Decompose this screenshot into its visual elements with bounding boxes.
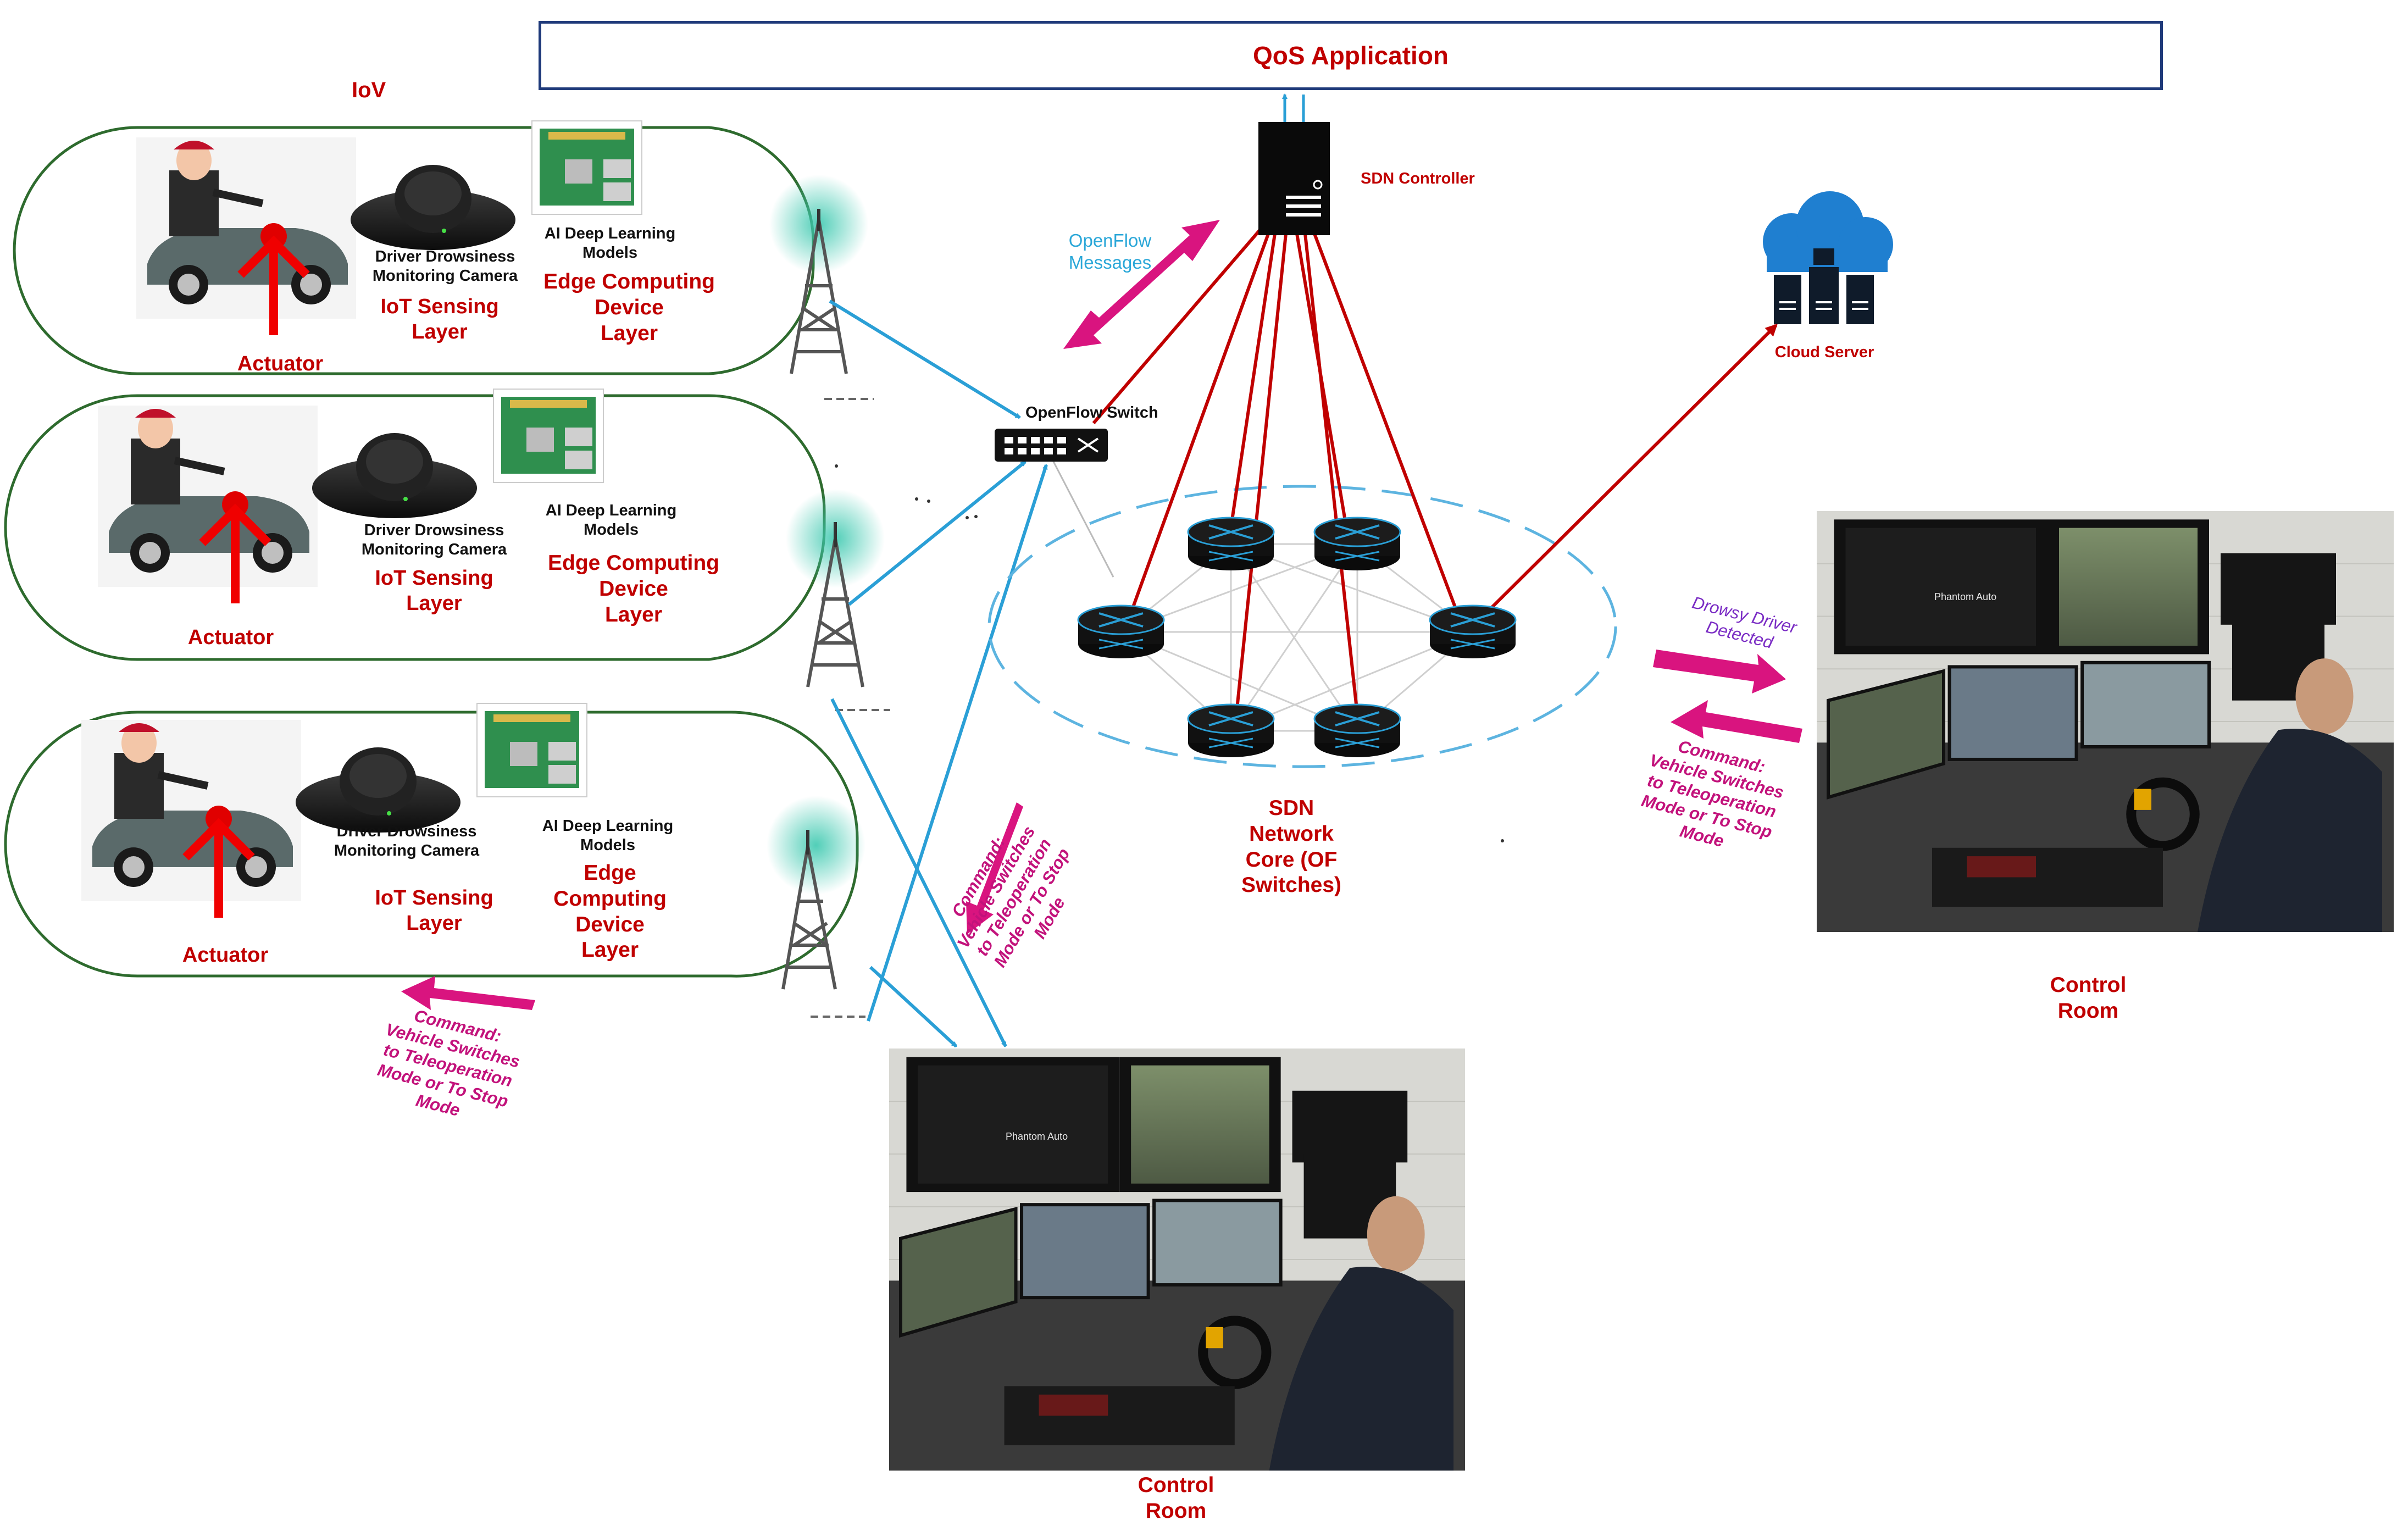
vehicle-2-art: [98, 389, 604, 603]
core-switch-left: [1077, 604, 1165, 658]
openflow-switch-label: OpenFlow Switch: [1025, 404, 1158, 421]
qos-application-box: QoS Application: [539, 21, 2163, 90]
vehicle-illustrations: [81, 120, 642, 918]
core-switch-bottom-2: [1313, 703, 1401, 757]
link-tower3-control: [869, 966, 958, 1048]
cloud-server-icon: [1763, 191, 1893, 324]
actuator-label-1: Actuator: [237, 352, 324, 375]
openflow-messages-arrow: [1063, 220, 1220, 349]
control-room-photo-right: [1817, 511, 2394, 932]
command-arrow-left: [401, 976, 535, 1010]
cell-tower-2: [786, 489, 890, 711]
cloud-server-label: Cloud Server: [1774, 343, 1874, 361]
core-switch-right: [1429, 604, 1517, 658]
actuator-label-3: Actuator: [182, 944, 269, 967]
core-switch-top-1: [1187, 517, 1275, 570]
link-tower3-switch: [867, 464, 1048, 1022]
vehicle-1-art: [136, 120, 642, 335]
core-mesh: [1120, 543, 1473, 732]
vehicle-lane-2: [4, 394, 826, 661]
sdn-controller-server: [1258, 122, 1330, 235]
sdn-controller-label: SDN Controller: [1361, 170, 1475, 187]
link-switch-core: [1051, 459, 1114, 578]
link-tower2-control: [830, 698, 1007, 1047]
controller-links: [1092, 224, 1458, 715]
openflow-switch-icon: [995, 429, 1108, 462]
screen-brand-bottom: Phantom Auto: [1006, 1131, 1068, 1142]
sdn-core-cloud: [987, 485, 1617, 768]
link-tower1-switch: [829, 299, 1021, 419]
command-arrow-right: [1671, 700, 1802, 743]
actuator-label-2: Actuator: [187, 626, 274, 649]
link-tower2-switch: [848, 460, 1027, 606]
control-room-photo-bottom: [889, 1049, 1465, 1471]
cell-tower-1: [769, 175, 874, 400]
vehicle-3-art: [81, 703, 587, 918]
iov-label: IoV: [352, 78, 386, 102]
vehicle-lane-3: [4, 711, 859, 978]
drowsy-detected-arrow: [1653, 650, 1786, 694]
qos-application-title: QoS Application: [1252, 41, 1449, 70]
core-switch-bottom-1: [1187, 703, 1275, 757]
core-switches: [1077, 517, 1517, 757]
screen-brand-right: Phantom Auto: [1934, 591, 1997, 602]
command-arrow-center: [966, 802, 1023, 934]
control-room-photos: [889, 511, 2394, 1471]
stray-dots: [835, 464, 1504, 842]
core-switch-top-2: [1313, 517, 1401, 570]
link-core-cloud: [1488, 324, 1778, 612]
cell-tower-3: [767, 796, 865, 1018]
